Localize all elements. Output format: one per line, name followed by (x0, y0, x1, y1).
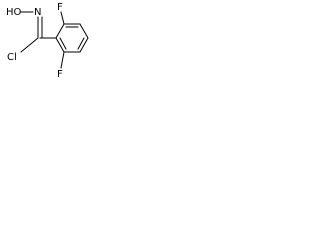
ring-double-bond-right (77, 37, 85, 50)
hydroxyl-label: HO (6, 7, 22, 18)
nitrogen-label: N (34, 7, 41, 18)
ring-double-bond-left (59, 37, 67, 50)
bond-ring-f-bottom (60, 51, 65, 69)
fluorine-bottom-label: F (57, 69, 63, 80)
structure-svg: HO N Cl F F (6, 2, 89, 80)
fluorine-top-label: F (57, 2, 63, 13)
benzene-ring (55, 23, 89, 53)
bond-ring-f-top (60, 11, 65, 25)
molecule-diagram: HO N Cl F F (0, 0, 108, 82)
bond-c-cl (20, 37, 39, 53)
chlorine-label: Cl (7, 52, 17, 63)
